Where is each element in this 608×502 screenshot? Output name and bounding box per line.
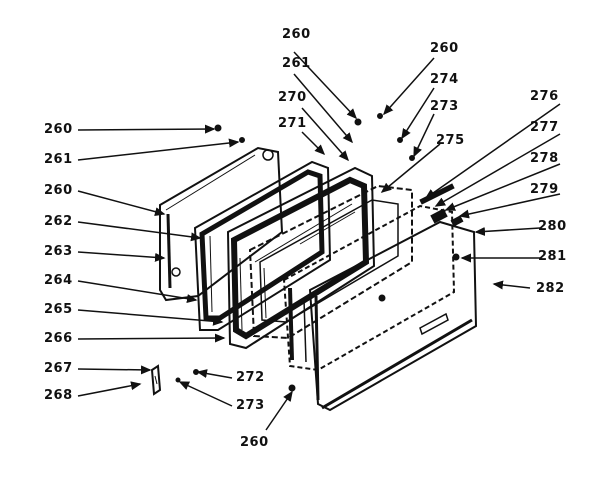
label-263: 263 bbox=[44, 244, 73, 259]
label-260-top-right: 260 bbox=[430, 41, 459, 56]
label-273-top: 273 bbox=[430, 99, 459, 114]
label-261-top-left: 261 bbox=[44, 152, 73, 167]
label-266: 266 bbox=[44, 331, 73, 346]
label-260-bottom: 260 bbox=[240, 435, 269, 450]
label-273-bottom: 273 bbox=[236, 398, 265, 413]
label-264: 264 bbox=[44, 273, 73, 288]
label-271: 271 bbox=[278, 116, 307, 131]
label-281: 281 bbox=[538, 249, 567, 264]
outer-door-panel bbox=[308, 220, 478, 412]
label-265: 265 bbox=[44, 302, 73, 317]
label-260-side: 260 bbox=[44, 183, 73, 198]
label-267: 267 bbox=[44, 361, 73, 376]
label-268: 268 bbox=[44, 388, 73, 403]
label-270: 270 bbox=[278, 90, 307, 105]
hinge-bracket bbox=[150, 364, 162, 396]
leader-lines bbox=[77, 51, 561, 431]
label-282: 282 bbox=[536, 281, 565, 296]
label-280: 280 bbox=[538, 219, 567, 234]
inner-door-frame bbox=[226, 166, 376, 350]
label-260-top-center: 260 bbox=[282, 27, 311, 42]
label-260-top-left: 260 bbox=[44, 122, 73, 137]
insulation-frame bbox=[193, 160, 332, 331]
window-frame bbox=[248, 184, 413, 340]
label-274: 274 bbox=[430, 72, 459, 87]
label-279: 279 bbox=[530, 182, 559, 197]
label-276: 276 bbox=[530, 89, 559, 104]
label-277: 277 bbox=[530, 120, 559, 135]
inner-glass-panel bbox=[282, 204, 456, 372]
label-275: 275 bbox=[436, 133, 465, 148]
label-262: 262 bbox=[44, 214, 73, 229]
label-261-top-center: 261 bbox=[282, 56, 311, 71]
label-278: 278 bbox=[530, 151, 559, 166]
label-272: 272 bbox=[236, 370, 265, 385]
